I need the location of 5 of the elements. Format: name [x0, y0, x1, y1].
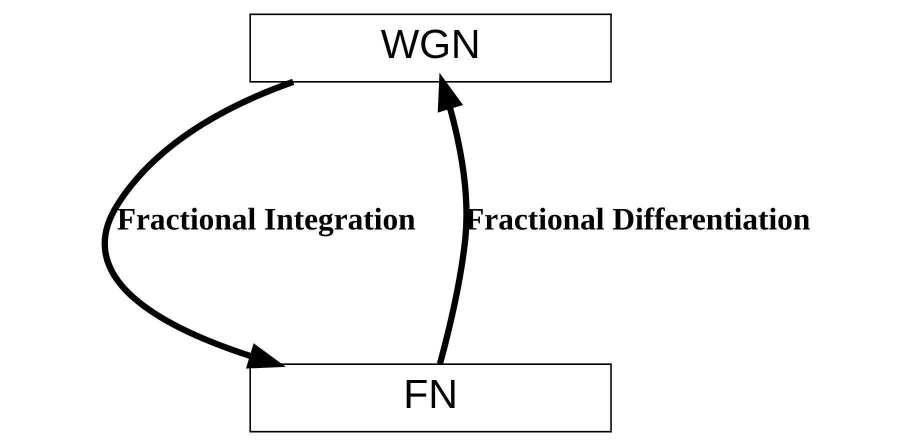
arrow: [101, 78, 294, 369]
arrow: [436, 72, 470, 365]
node-box: FN: [248, 363, 612, 432]
edge-label: Fractional Integration: [116, 201, 416, 236]
node-box: WGN: [248, 14, 612, 83]
